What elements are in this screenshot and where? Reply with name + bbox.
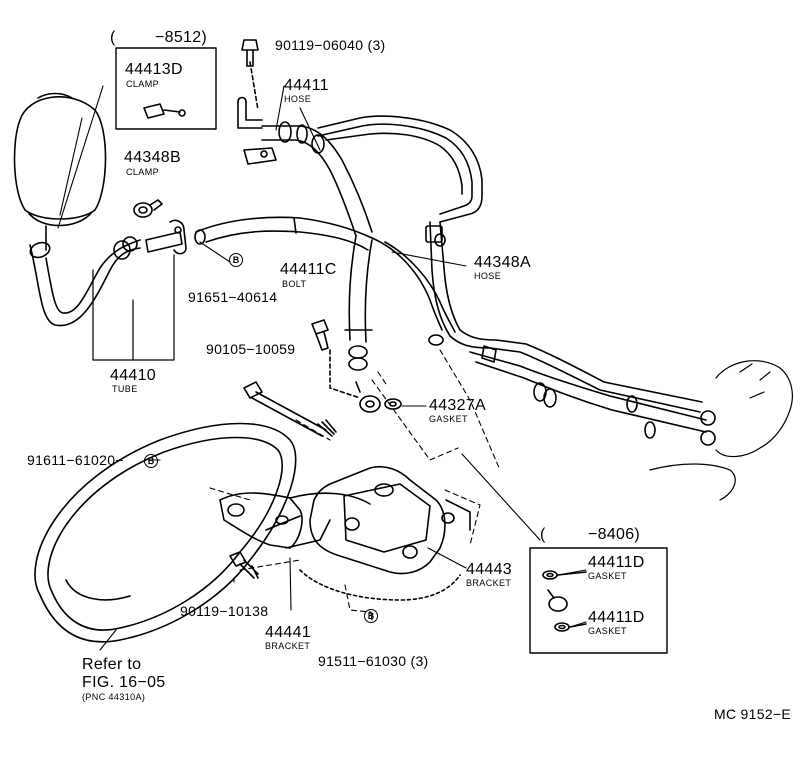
part-44327a-name: GASKET (429, 414, 468, 424)
part-44411c-number: 44411C (280, 261, 337, 278)
part-44411d-upper-number: 44411D (588, 554, 645, 571)
range-code-right: −8406) (588, 526, 641, 543)
part-44348a-name: HOSE (474, 271, 502, 281)
return-hose-long (194, 216, 373, 251)
hose-bracket-upper (243, 147, 277, 165)
range-code-top: −8512) (155, 29, 208, 46)
reservoir-tank (13, 92, 107, 251)
assembly-guide-lines (209, 349, 501, 613)
bolt-90105-10059-label: 90105−10059 (206, 341, 296, 357)
steel-lines-upper (237, 96, 483, 337)
part-44348b-number: 44348B (124, 149, 181, 166)
bolt-91611-61020-label: 91611−61020− (27, 452, 124, 468)
part-44413d-number: 44413D (125, 61, 183, 78)
part-44441-number: 44441 (265, 624, 311, 641)
drive-belt (34, 422, 297, 643)
clamp-detail-box (115, 47, 217, 130)
range-open-right: ( (540, 526, 546, 543)
marker-b-circle: B (364, 608, 378, 623)
bolt-91511-61030-label: 91511−61030 (3) (318, 653, 429, 669)
union-fitting (355, 381, 402, 413)
refer-line1: Refer to (82, 656, 142, 673)
marker-b-91611: B (144, 453, 158, 469)
refer-pnc: (PNC 44310A) (82, 692, 146, 702)
bolt-90119-10138-label: 90119−10138 (180, 603, 269, 619)
clamp-44348b (133, 199, 163, 218)
bracket-44443 (299, 465, 471, 601)
pressure-hose-44411 (261, 121, 373, 371)
return-pipe-fitting (145, 219, 187, 255)
bolt-90119-06040-label: 90119−06040 (3) (275, 37, 386, 53)
part-44411d-lower-number: 44411D (588, 609, 645, 626)
marker-b-91651: B (229, 252, 243, 268)
return-tube (29, 236, 141, 327)
steel-lines-lower (449, 329, 716, 446)
bolt-90119-06040 (241, 39, 259, 111)
hose-44348a (371, 237, 456, 346)
part-44441-name: BRACKET (265, 641, 311, 651)
bolt-44411c (311, 319, 361, 399)
long-bolt-90105-10059 (243, 381, 337, 437)
part-44411d-upper-name: GASKET (588, 571, 627, 581)
tube-callout-bracket (92, 254, 175, 361)
refer-figure-link[interactable]: FIG. 16−05 (82, 674, 166, 691)
marker-b-circle: B (229, 252, 243, 267)
bracket-44441 (219, 492, 371, 549)
part-44443-name: BRACKET (466, 578, 512, 588)
part-44411c-name: BOLT (282, 279, 307, 289)
bolt-90119-10138 (229, 551, 259, 579)
part-44411d-lower-name: GASKET (588, 626, 627, 636)
steering-gear-housing (649, 360, 793, 501)
part-44348b-name: CLAMP (126, 167, 160, 177)
range-open-top: ( (110, 29, 116, 46)
part-44410-number: 44410 (110, 367, 156, 384)
marker-b-91511: B (364, 608, 378, 624)
part-44443-number: 44443 (466, 561, 512, 578)
part-44327a-number: 44327A (429, 397, 486, 414)
part-44413d-name: CLAMP (126, 79, 160, 89)
part-44410-name: TUBE (112, 384, 138, 394)
part-44348a-number: 44348A (474, 254, 531, 271)
part-44411-number: 44411 (284, 77, 329, 94)
part-44411-name: HOSE (284, 94, 312, 104)
figure-id: MC 9152−E (714, 706, 792, 722)
bolt-91651-40614-label: 91651−40614 (188, 289, 278, 305)
marker-b-circle: B (144, 453, 158, 468)
